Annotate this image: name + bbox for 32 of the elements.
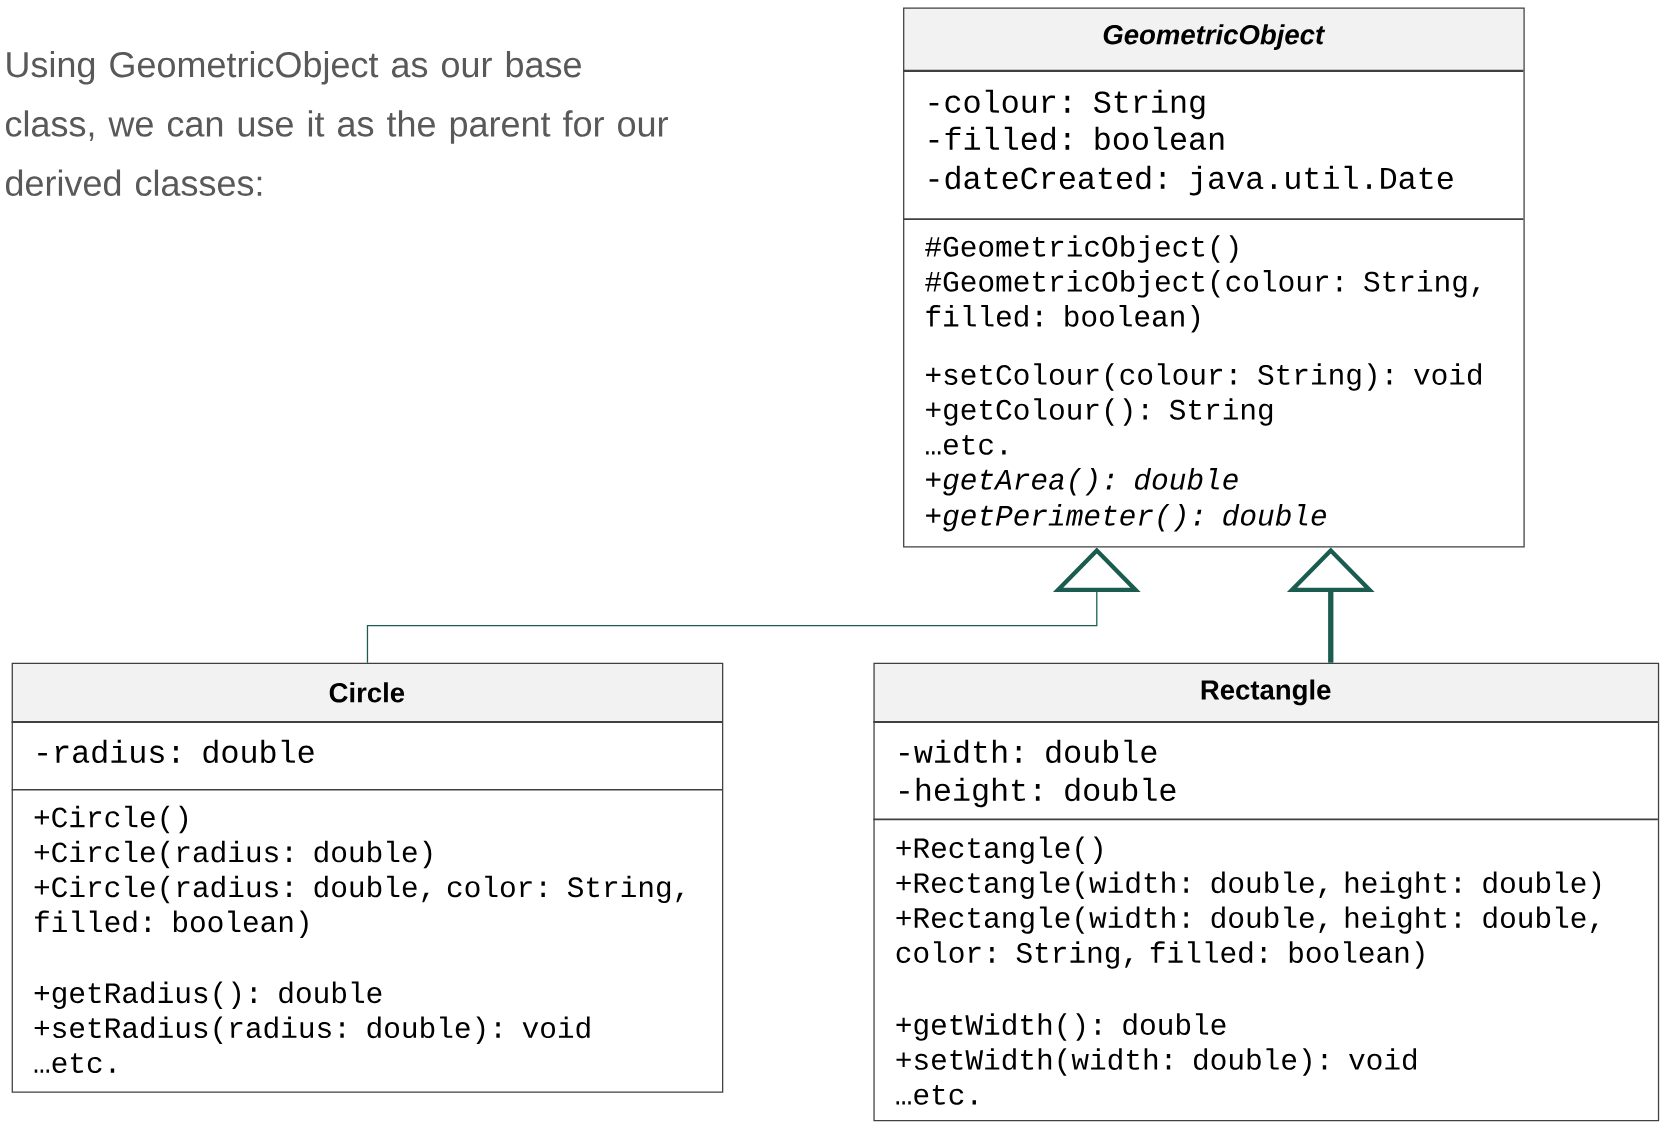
method-text: +getArea(): double — [926, 468, 1238, 496]
class-box — [902, 7, 1525, 548]
method-text: +getPerimeter(): double — [926, 504, 1326, 532]
method-text: …etc. — [34, 1053, 115, 1073]
intro-text: Using GeometricObject as our base class, we can use it as the parent for our derived classes: — [5, 50, 668, 196]
class-box — [10, 662, 724, 1093]
method-text: #GeometricObject() — [925, 235, 1238, 263]
attribute-text: -filled: boolean — [929, 126, 1224, 150]
attribute-text: -width: double — [900, 739, 1157, 763]
method-text: #GeometricObject(colour: String, filled: boolean) — [925, 270, 1479, 333]
method-text: +setWidth(width: double): void — [896, 1048, 1417, 1076]
method-text: +Rectangle(width: double, height: double, color: String, filled: boolean) — [896, 906, 1598, 969]
method-text: +getWidth(): double — [896, 1013, 1226, 1041]
method-text: +getRadius(): double — [34, 981, 382, 1009]
method-text: +Rectangle(width: double, height: double) — [896, 871, 1601, 899]
class-name: Circle — [329, 682, 405, 703]
attribute-text: -dateCreated: java.util.Date — [929, 165, 1453, 196]
method-text: …etc. — [926, 434, 1006, 455]
class-name: GeometricObject — [1103, 24, 1326, 50]
class-name: Rectangle — [1201, 679, 1331, 706]
attribute-text: -radius: double — [38, 739, 314, 763]
attribute-text: -height: double — [900, 777, 1176, 808]
method-text: +setRadius(radius: double): void — [34, 1016, 590, 1044]
method-text: +Circle(radius: double, color: String, filled: boolean) — [34, 875, 683, 938]
method-text: +Circle() — [34, 805, 187, 834]
method-text: +Circle(radius: double) — [34, 840, 432, 869]
class-box — [872, 662, 1660, 1122]
method-text: +Rectangle() — [896, 836, 1102, 864]
attribute-text: -colour: String — [929, 89, 1205, 120]
method-text: +setColour(colour: String): void — [926, 363, 1482, 391]
method-text: …etc. — [896, 1084, 976, 1105]
method-text: +getColour(): String — [926, 398, 1273, 426]
